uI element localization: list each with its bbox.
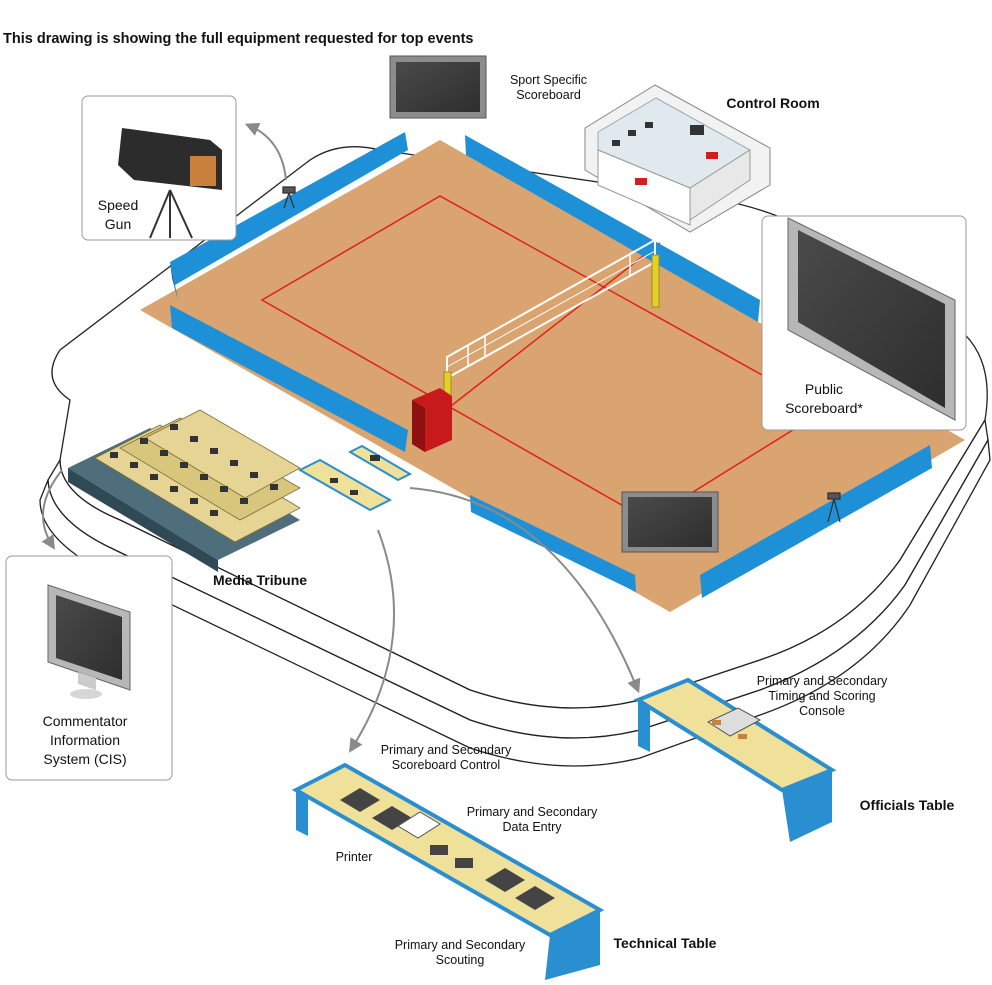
ad-board-front xyxy=(470,495,636,592)
media-tribune xyxy=(68,409,301,572)
cis-label: Commentator Information System (CIS) xyxy=(42,713,128,767)
camera-tripod-left xyxy=(282,186,296,209)
technical-table xyxy=(291,762,605,980)
ad-board-left xyxy=(170,132,408,285)
data-entry-label: Primary and Secondary Data Entry xyxy=(466,805,598,834)
sport-scoreboard-label: Sport Specific Scoreboard xyxy=(509,73,588,102)
control-room xyxy=(584,84,771,233)
technical-table-label: Technical Table xyxy=(613,935,717,951)
volleyball-court xyxy=(140,132,965,612)
small-tables xyxy=(297,444,413,512)
media-tribune-label: Media Tribune xyxy=(212,572,308,588)
ad-board-near-left xyxy=(170,305,408,452)
public-scoreboard-callout xyxy=(761,215,967,431)
printer-label: Printer xyxy=(335,850,373,864)
volleyball-net xyxy=(412,238,660,452)
diagram-title: This drawing is showing the full equipme… xyxy=(3,31,474,47)
court-floor xyxy=(140,140,965,612)
ad-board-near-right xyxy=(700,445,932,598)
courtside-monitor xyxy=(621,491,719,553)
control-room-label: Control Room xyxy=(726,95,820,111)
sport-specific-scoreboard xyxy=(389,55,487,119)
speed-gun-label: Speed Gun xyxy=(97,197,139,232)
printer-icon xyxy=(397,811,441,839)
officials-table xyxy=(633,677,837,842)
speed-gun-callout xyxy=(81,95,237,241)
ad-board-far xyxy=(465,135,760,322)
timing-console-label: Primary and Secondary Timing and Scoring… xyxy=(756,674,888,718)
cis-callout xyxy=(5,555,173,781)
scouting-label: Primary and Secondary Scouting xyxy=(394,938,526,967)
public-scoreboard-label: Public Scoreboard* xyxy=(785,381,863,416)
connector-arrows xyxy=(41,122,641,753)
officials-table-label: Officials Table xyxy=(859,797,955,813)
scoreboard-control-label: Primary and Secondary Scoreboard Control xyxy=(380,743,512,772)
camera-tripod-right xyxy=(827,492,841,523)
